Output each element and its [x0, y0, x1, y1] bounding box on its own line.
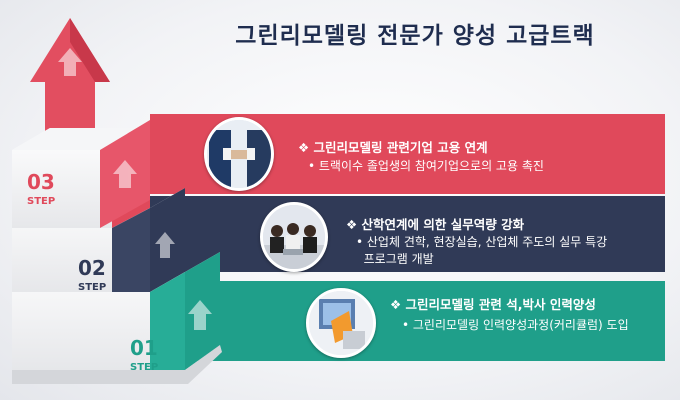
step-02-bullet-2: 프로그램 개발 [356, 252, 434, 266]
step-03-heading: ❖ 그린리모델링 관련기업 고용 연계 [298, 140, 488, 155]
graduate-photo [306, 288, 376, 358]
page-title: 그린리모델링 전문가 양성 고급트랙 [235, 23, 595, 49]
step-02-heading: ❖ 산학연계에 의한 실무역량 강화 [346, 217, 525, 232]
step-03-label: STEP [27, 196, 56, 207]
step-01-heading: ❖ 그린리모델링 관련 석,박사 인력양성 [390, 297, 596, 312]
step-01-number: 01 [130, 336, 158, 360]
band-step-03: ❖ 그린리모델링 관련기업 고용 연계 • 트랙이수 졸업생의 참여기업으로의 … [150, 114, 665, 194]
meeting-photo [260, 202, 328, 272]
handshake-photo [204, 117, 274, 191]
step-03-bullet-1: • 트랙이수 졸업생의 참여기업으로의 고용 촉진 [308, 159, 544, 173]
step-01-label: STEP [130, 362, 159, 373]
step-02-number: 02 [78, 256, 106, 280]
band-step-01: ❖ 그린리모델링 관련 석,박사 인력양성 • 그린리모델링 인력양성과정(커리… [150, 281, 665, 361]
step-03-number: 03 [27, 170, 55, 194]
step-02-bullet-1: • 산업체 견학, 현장실습, 산업체 주도의 실무 특강 [356, 235, 608, 249]
band-step-02: ❖ 산학연계에 의한 실무역량 강화 • 산업체 견학, 현장실습, 산업체 주… [150, 196, 665, 272]
step-01-bullet-1: • 그린리모델링 인력양성과정(커리큘럼) 도입 [402, 318, 629, 332]
step-02-label: STEP [78, 282, 107, 293]
